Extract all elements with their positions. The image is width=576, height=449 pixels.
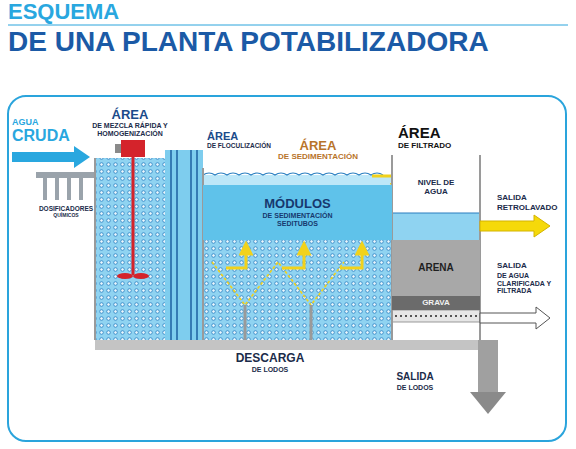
sludge-arrow bbox=[470, 392, 506, 414]
sed-texture bbox=[203, 240, 392, 340]
gravel-layer: GRAVA bbox=[392, 296, 480, 310]
baffle bbox=[190, 150, 192, 340]
flow-arrow bbox=[226, 248, 246, 268]
caption: ÁREADE FILTRADO bbox=[398, 125, 478, 151]
wall bbox=[94, 158, 96, 340]
inlet-label: AGUA bbox=[12, 118, 72, 128]
area-subheading: DE FILTRADO bbox=[398, 142, 478, 151]
motor-cap bbox=[115, 144, 121, 153]
sludge-pipe bbox=[478, 340, 498, 392]
outlet-label: DE AGUA CLARIFICADA Y FILTRADA bbox=[497, 272, 559, 295]
sed-water bbox=[203, 175, 392, 240]
inlet-label: CRUDA bbox=[12, 127, 92, 144]
area-subheading: DE FLOCULIZACIÓN bbox=[207, 142, 271, 149]
baffle bbox=[176, 150, 178, 340]
mix-tank bbox=[95, 158, 165, 340]
underdrain-pipe bbox=[392, 310, 480, 322]
filter-tank bbox=[392, 155, 480, 340]
sludge-label: DE LODOS bbox=[210, 366, 330, 374]
subtitle: DE UNA PLANTA POTABILIZADORA bbox=[8, 27, 572, 57]
dosing-drop bbox=[55, 178, 59, 200]
filter-water bbox=[392, 213, 480, 240]
caption: NIVEL DE AGUA bbox=[409, 179, 463, 197]
outlet-label: SALIDA bbox=[497, 262, 569, 271]
caption: ÁREADE SEDIMENTACIÓN bbox=[258, 139, 378, 163]
mixer-shaft bbox=[132, 157, 135, 275]
sludge-label: DESCARGA bbox=[210, 352, 330, 365]
area-heading: MÓDULOS bbox=[252, 197, 344, 212]
dosing-drop bbox=[67, 178, 71, 200]
area-heading: ÁREA bbox=[83, 108, 177, 123]
sludge-outlet-label: SALIDA bbox=[370, 372, 460, 383]
area-heading: GRAVA bbox=[422, 299, 450, 308]
area-heading: ÁREA bbox=[398, 125, 478, 142]
baffle bbox=[196, 150, 198, 340]
frame bbox=[8, 96, 566, 441]
water-surface bbox=[203, 173, 383, 175]
sand-layer: ARENA bbox=[392, 240, 480, 296]
mixing-area: ÁREADE MEZCLA RÁPIDA Y HOMOGENIZACIÓN bbox=[95, 158, 165, 340]
area-heading: ÁREA bbox=[207, 130, 271, 142]
area-heading: ARENA bbox=[418, 262, 454, 273]
sludge-outlet-label: DE LODOS bbox=[370, 384, 460, 392]
caption: MÓDULOSDE SEDIMENTACIÓN SEDITUBOS bbox=[252, 197, 344, 227]
sludge-channel bbox=[95, 340, 498, 350]
settling-modules: MÓDULOSDE SEDIMENTACIÓN SEDITUBOS bbox=[203, 185, 392, 240]
title-rule bbox=[8, 25, 568, 26]
area-heading: NIVEL DE AGUA bbox=[409, 179, 463, 197]
baffle bbox=[170, 150, 172, 340]
area-subheading: DE SEDIMENTACIÓN bbox=[258, 153, 378, 162]
flow-arrow bbox=[282, 248, 304, 268]
dosing-pipe bbox=[36, 172, 96, 178]
filtered-water-arrow bbox=[480, 307, 550, 329]
water-level: NIVEL DE AGUA bbox=[392, 165, 480, 211]
impeller bbox=[117, 273, 133, 279]
sed-tank bbox=[203, 168, 392, 340]
sedimentation-area: ÁREADE SEDIMENTACIÓNMÓDULOSDE SEDIMENTAC… bbox=[203, 168, 392, 340]
dosing-drop bbox=[43, 178, 47, 200]
area-subheading: DE MEZCLA RÁPIDA Y HOMOGENIZACIÓN bbox=[83, 122, 177, 138]
flocculation-area: ÁREADE FLOCULIZACIÓN bbox=[165, 150, 203, 340]
caption: ARENA bbox=[418, 262, 454, 273]
inlet-arrow bbox=[12, 146, 90, 168]
sludge-spout bbox=[244, 305, 247, 340]
mixer-motor bbox=[121, 140, 145, 157]
outlet-label: SALIDA bbox=[497, 194, 569, 203]
underdrain-holes bbox=[395, 315, 478, 317]
dosing-label: DOSIFICADORES bbox=[20, 205, 112, 212]
water-level-line bbox=[392, 212, 480, 213]
flow-arrow bbox=[340, 248, 362, 268]
title: ESQUEMA bbox=[8, 0, 568, 24]
outlet-label: RETROLAVADO bbox=[497, 204, 569, 213]
dosing-label: QUÍMICOS bbox=[20, 213, 112, 218]
area-heading: ÁREA bbox=[258, 139, 378, 154]
caption: GRAVA bbox=[422, 299, 450, 308]
caption: ÁREADE FLOCULIZACIÓN bbox=[207, 130, 271, 150]
dosing-drop bbox=[79, 178, 83, 200]
floc-column bbox=[165, 150, 203, 340]
area-subheading: DE SEDIMENTACIÓN SEDITUBOS bbox=[252, 212, 344, 228]
sludge-spout bbox=[310, 305, 313, 340]
mix-texture bbox=[95, 158, 165, 340]
sed-lower-zone bbox=[203, 240, 392, 340]
caption: ÁREADE MEZCLA RÁPIDA Y HOMOGENIZACIÓN bbox=[83, 108, 177, 138]
impeller bbox=[133, 273, 149, 279]
backwash-arrow bbox=[480, 215, 550, 237]
filter-area: ÁREADE FILTRADONIVEL DE AGUAARENAGRAVA bbox=[392, 155, 480, 340]
